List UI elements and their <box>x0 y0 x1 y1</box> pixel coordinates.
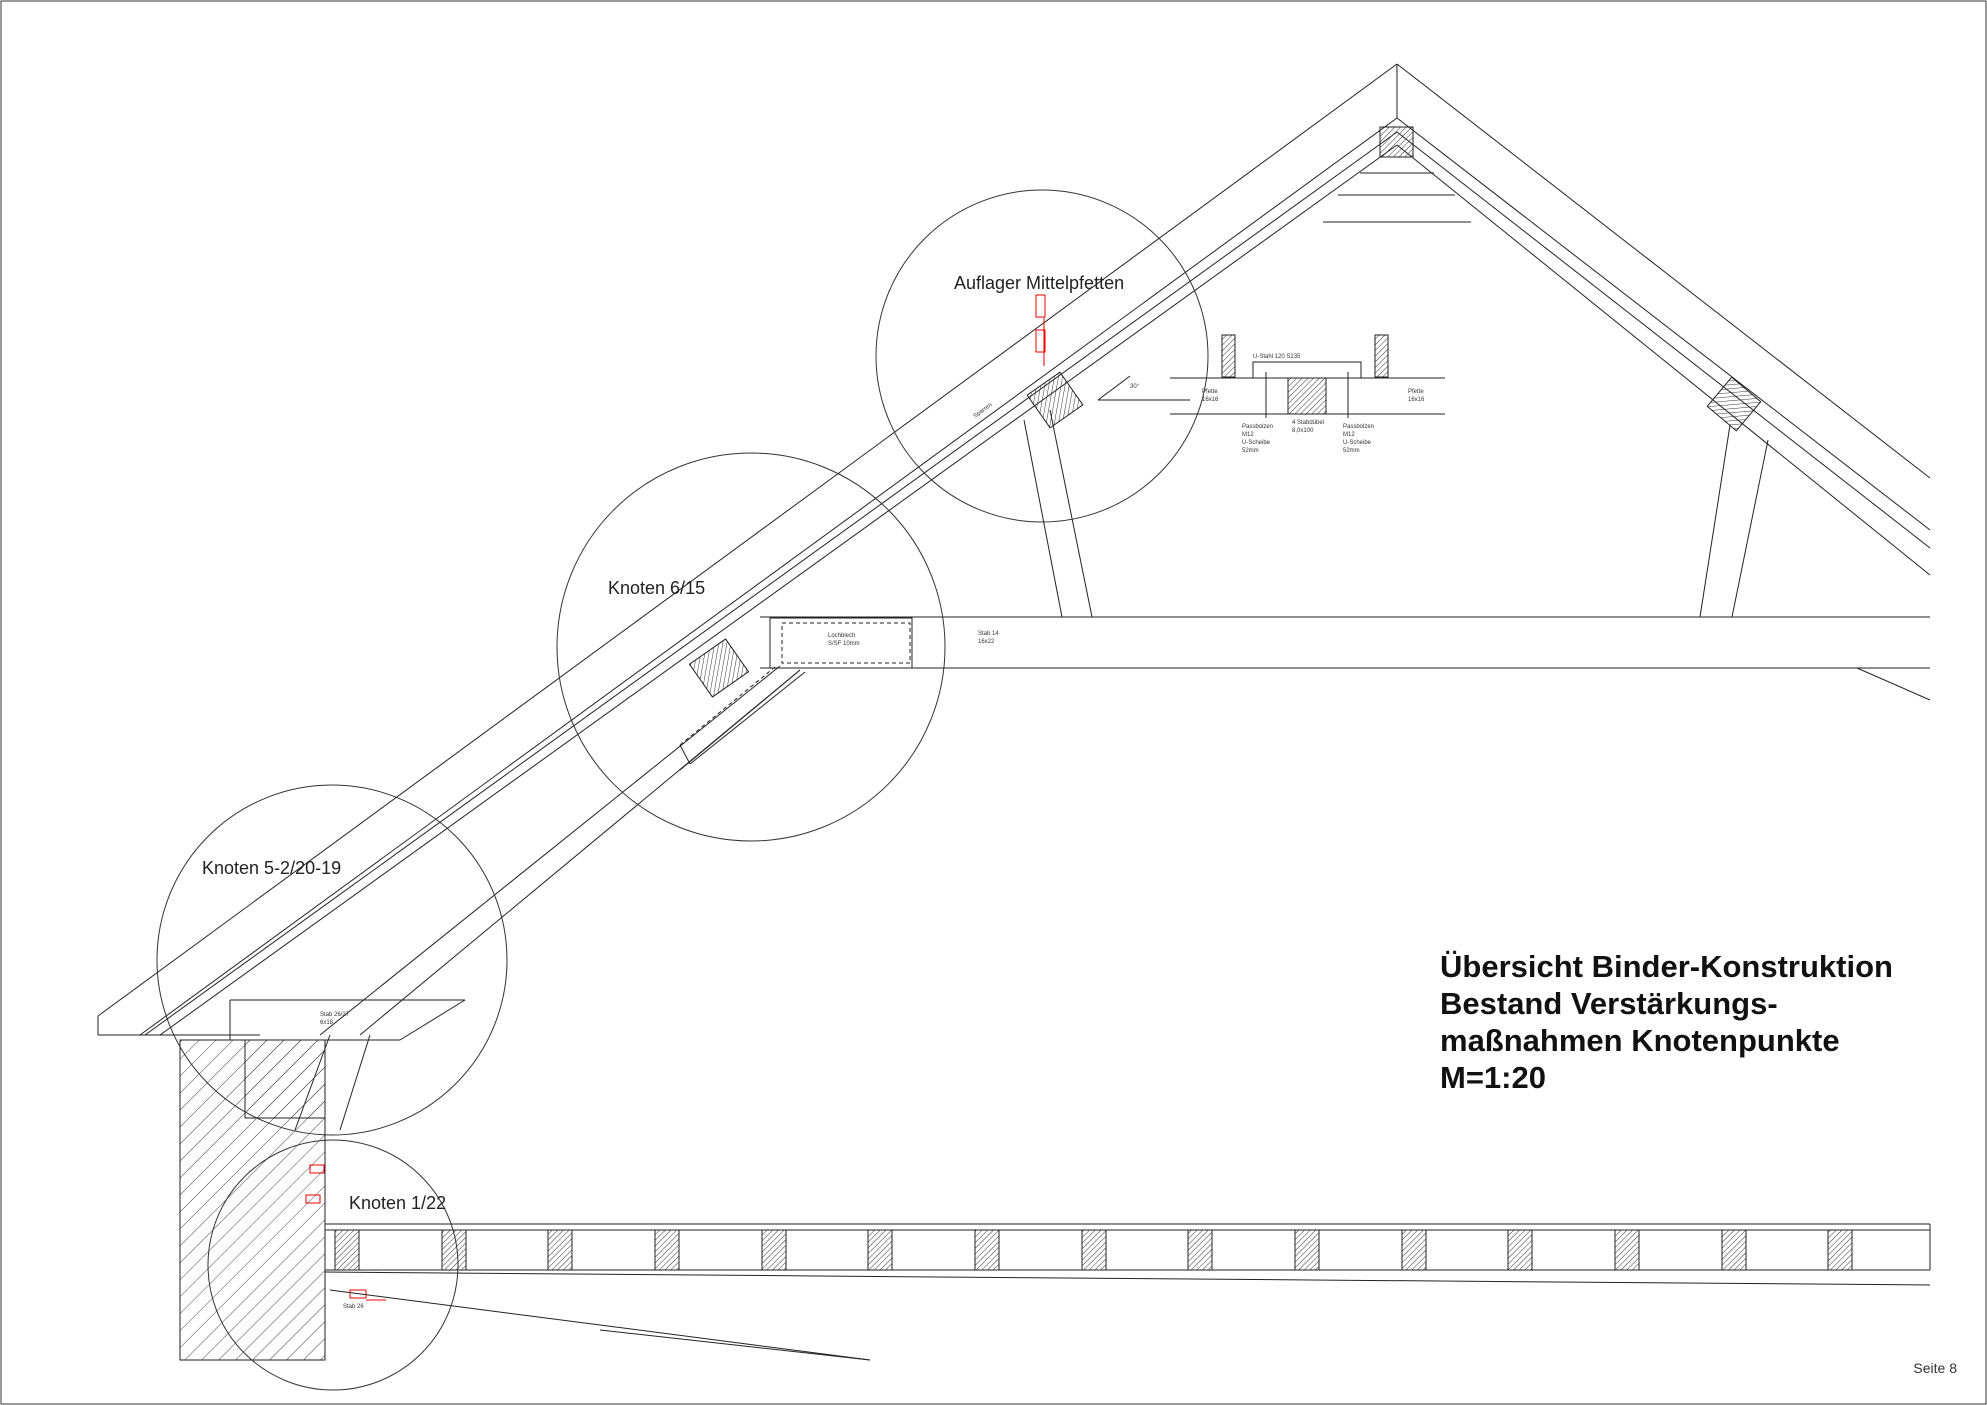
stab-14-dim: 16x22 <box>978 639 995 645</box>
stab-26-label: Stab 26 <box>343 1304 364 1310</box>
bolt-left-washer: U-Scheibe <box>1242 440 1271 446</box>
title-line-3: maßnahmen Knotenpunkte <box>1440 1023 1840 1058</box>
pfette-right-label: Pfette <box>1408 389 1424 395</box>
dowel-dim: 8,0x100 <box>1292 428 1314 434</box>
wall-plate <box>244 1039 326 1119</box>
right-purlin <box>1706 376 1762 432</box>
pfette-left-label: Pfette <box>1202 389 1218 395</box>
detail-circles <box>156 189 1209 1391</box>
bolt-left-size: M12 <box>1242 432 1254 438</box>
pfette-right-dim: 16x16 <box>1408 397 1425 403</box>
page-number: Seite 8 <box>1913 1360 1957 1376</box>
title-line-2: Bestand Verstärkungs- <box>1440 986 1778 1021</box>
pfette-left-dim: 16x16 <box>1202 397 1219 403</box>
lochblech-label: Lochblech <box>828 633 855 639</box>
stab-14-label: Stab 14 <box>978 631 999 637</box>
label-knoten-6-15: Knoten 6/15 <box>608 578 705 598</box>
bolt-left-len: 52mm <box>1242 448 1259 454</box>
sparren-label: Sparren <box>973 402 994 419</box>
red-markers <box>305 294 1046 1301</box>
knoten-6-15-plates <box>679 617 913 765</box>
mittelpfetten-detail <box>1170 334 1445 418</box>
bolt-right-len: 52mm <box>1343 448 1360 454</box>
mid-purlin-left <box>1026 371 1084 429</box>
truss-lines <box>97 63 1931 1361</box>
drawing-title: Übersicht Binder-Konstruktion Bestand Ve… <box>1440 948 1893 1096</box>
stab-2627-label: Stab 26/27 <box>320 1012 350 1018</box>
bolt-right-size: M12 <box>1343 432 1355 438</box>
floor-joists <box>334 1229 1853 1271</box>
lochblech-dim: S/SF 10mm <box>828 641 860 647</box>
bolt-left-label: Passbolzen <box>1242 424 1273 430</box>
title-line-1: Übersicht Binder-Konstruktion <box>1440 949 1893 984</box>
angle-label: 30° <box>1130 384 1140 390</box>
bolt-right-label: Passbolzen <box>1343 424 1374 430</box>
label-auflager-mittelpfetten: Auflager Mittelpfetten <box>954 273 1124 293</box>
knoten-6-15-block <box>688 638 750 698</box>
ridge-purlin <box>1379 126 1414 158</box>
label-knoten-5-2-20-19: Knoten 5-2/20-19 <box>202 858 341 878</box>
label-knoten-1-22: Knoten 1/22 <box>349 1193 446 1213</box>
bolt-right-washer: U-Scheibe <box>1343 440 1372 446</box>
u-steel-label: U-Stahl 120 S235 <box>1253 354 1301 360</box>
dowel-label: 4 Stabdübel <box>1292 420 1324 426</box>
stab-2627-dim: 6x18 <box>320 1020 334 1026</box>
title-line-4: M=1:20 <box>1440 1060 1546 1095</box>
